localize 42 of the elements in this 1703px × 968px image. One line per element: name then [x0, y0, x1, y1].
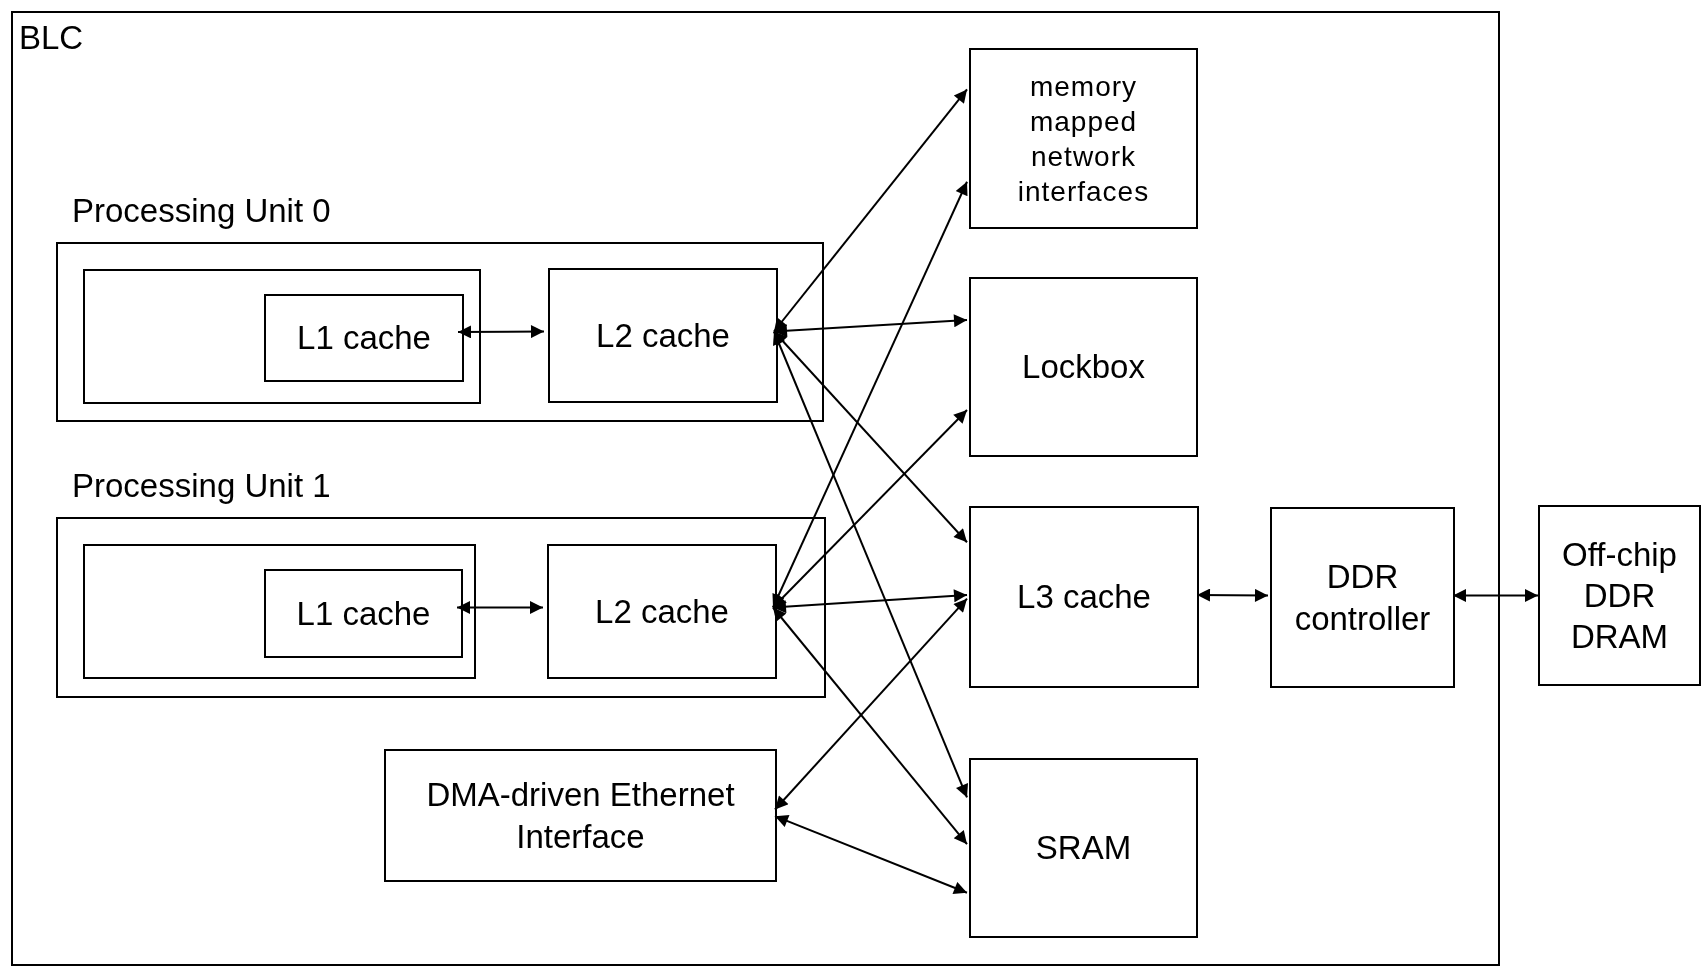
- block-box: [548, 268, 778, 403]
- block-label: L1 cache: [296, 318, 432, 359]
- core-box: [83, 544, 476, 679]
- arrow: [774, 597, 968, 811]
- arrow: [456, 601, 544, 614]
- arrow: [772, 589, 968, 614]
- block-label: Off-chip DDR DRAM: [1561, 534, 1678, 658]
- block-label: memory mapped network interfaces: [1016, 69, 1151, 209]
- block-box: [547, 544, 777, 679]
- block-box: [264, 569, 463, 658]
- block-box: [969, 506, 1199, 688]
- block-label: SRAM: [1034, 828, 1133, 869]
- arrow: [772, 606, 968, 846]
- arrow: [773, 330, 968, 544]
- chip-frame: [11, 11, 1500, 966]
- arrow: [773, 314, 968, 338]
- arrow: [773, 88, 968, 333]
- block-box: [264, 294, 464, 382]
- block-box: [969, 48, 1198, 229]
- block-box: [969, 277, 1198, 457]
- arrow: [1452, 589, 1539, 602]
- unit-heading: Processing Unit 0: [72, 192, 331, 230]
- arrow: [774, 814, 968, 894]
- chip-label: BLC: [19, 19, 84, 57]
- arrow: [772, 409, 968, 609]
- block-label: DDR controller: [1293, 557, 1432, 639]
- block-label: L2 cache: [594, 591, 730, 632]
- block-box: [969, 758, 1198, 938]
- block-label: Lockbox: [1021, 347, 1146, 388]
- block-label: L2 cache: [595, 315, 731, 356]
- core-box: [83, 269, 481, 404]
- arrow: [457, 325, 545, 339]
- arrow: [772, 180, 968, 609]
- arrow: [772, 330, 969, 799]
- block-label: L3 cache: [1016, 577, 1152, 618]
- block-box: [1270, 507, 1455, 688]
- unit-heading: Processing Unit 1: [72, 467, 331, 505]
- block-label: L1 cache: [295, 593, 432, 634]
- block-label: DMA-driven Ethernet Interface: [425, 775, 736, 857]
- arrow: [1196, 588, 1269, 602]
- block-box: [1538, 505, 1701, 686]
- block-box: [384, 749, 777, 882]
